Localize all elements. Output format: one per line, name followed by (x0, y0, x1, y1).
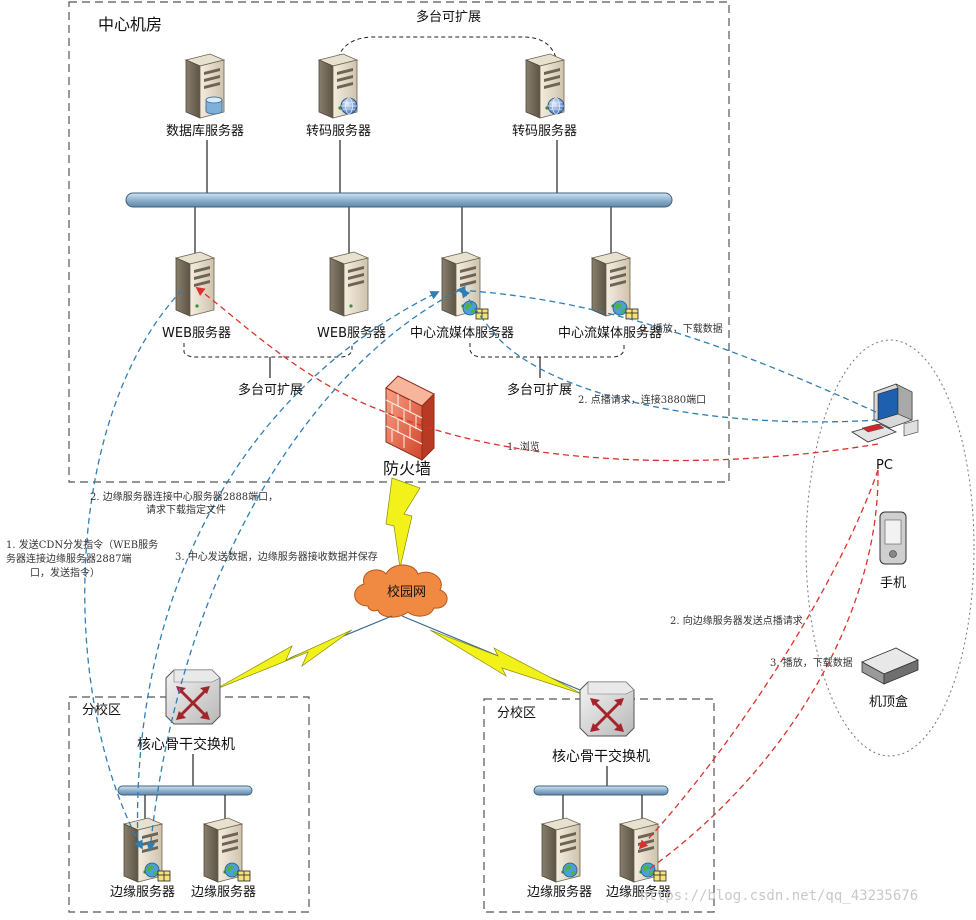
transcode-server-1-label: 转码服务器 (306, 123, 371, 139)
pc-client: PC (851, 383, 919, 473)
firewall: 防火墙 (383, 375, 435, 478)
branch-left-zone (68, 696, 310, 913)
set-top-box-icon (861, 647, 919, 685)
globe-icon (340, 97, 358, 115)
web-server-1: WEB服务器 (162, 251, 231, 341)
edge-connect-annotation-1: 2. 边缘服务器连接中心服务器2888端口， (90, 490, 278, 503)
badge-icon (653, 870, 667, 882)
web-server-1-label: WEB服务器 (162, 325, 231, 341)
branch-left-edge-server-1: 边缘服务器 (110, 817, 175, 900)
web-scalable-label: 多台可扩展 (238, 382, 303, 398)
badge-icon (625, 308, 639, 320)
streaming-server-2-label: 中心流媒体服务器 (558, 325, 662, 341)
play-download-flow-arrow (456, 285, 877, 413)
database-icon (205, 96, 223, 115)
branch-right-switch: 核心骨干交换机 (552, 680, 650, 765)
switch-icon (578, 680, 636, 738)
badge-icon (237, 870, 251, 882)
database-server: 数据库服务器 (166, 53, 244, 139)
branch-left-bus (117, 785, 253, 796)
branch-right-edge-server-1: 边缘服务器 (527, 817, 592, 900)
streaming-server-1: 中心流媒体服务器 (410, 251, 514, 341)
pc-icon (851, 383, 919, 443)
edge-vod-flow-arrow (638, 469, 879, 850)
vod-request-flow-arrow (460, 288, 879, 423)
branch-right-edge-2-label: 边缘服务器 (606, 884, 671, 900)
campus-network: 校园网 (354, 564, 448, 618)
lightning-icon (429, 629, 583, 695)
globe-icon (547, 97, 565, 115)
play-download-bottom-annotation: 3. 播放，下载数据 (770, 656, 853, 669)
pc-label: PC (876, 458, 893, 473)
web-scalable-bracket (183, 343, 353, 358)
globe-icon (562, 862, 578, 878)
firewall-icon (385, 375, 435, 462)
branch-left-switch: 核心骨干交换机 (137, 668, 235, 753)
play-download-top-annotation: 3. 播放，下载数据 (640, 322, 723, 335)
badge-icon (157, 870, 171, 882)
center-send-flow-arrow (146, 289, 461, 852)
server-icon (175, 251, 215, 317)
web-server-2: WEB服务器 (317, 251, 386, 341)
transcode-server-2: 转码服务器 (512, 53, 577, 139)
stb-label: 机顶盒 (869, 694, 908, 710)
web-server-2-label: WEB服务器 (317, 325, 386, 341)
transcode-server-1: 转码服务器 (306, 53, 371, 139)
watermark: https://blog.csdn.net/qq_43235676 (640, 888, 918, 904)
cdn-annotation-line-1: 1. 发送CDN分发指令（WEB服务 (6, 538, 158, 551)
edge-connect-flow-arrow (136, 291, 440, 849)
globe-icon (612, 300, 628, 316)
browse-annotation: 1. 浏览 (507, 440, 540, 453)
phone-label: 手机 (880, 576, 906, 591)
transcode-scalable-bracket (337, 36, 557, 59)
lightning-icon (213, 629, 353, 691)
firewall-label: 防火墙 (383, 459, 431, 478)
cdn-annotation-line-2: 务器连接边缘服务器2887端 (6, 552, 131, 565)
transcode-server-2-label: 转码服务器 (512, 123, 577, 139)
database-server-label: 数据库服务器 (166, 123, 244, 139)
cloud-icon (354, 564, 448, 618)
stb-client: 机顶盒 (861, 647, 919, 710)
branch-left-edge-2-label: 边缘服务器 (191, 884, 256, 900)
stream-scalable-label: 多台可扩展 (507, 382, 572, 398)
edge-play-flow-arrow (647, 469, 879, 871)
globe-icon (224, 862, 240, 878)
branch-left-title: 分校区 (82, 702, 121, 718)
vod-request-annotation: 2. 点播请求，连接3880端口 (578, 393, 706, 406)
branch-left-switch-label: 核心骨干交换机 (137, 736, 235, 753)
campus-network-label: 校园网 (387, 584, 426, 600)
edge-connect-annotation-2: 请求下载指定文件 (146, 503, 226, 516)
center-network-bus (125, 192, 673, 208)
browse-flow-arrow (195, 286, 879, 462)
streaming-server-2: 中心流媒体服务器 (558, 251, 662, 341)
switch-icon (164, 668, 222, 726)
client-devices-zone (805, 339, 975, 757)
center-send-annotation: 3. 中心发送数据，边缘服务器接收数据并保存 (175, 550, 378, 563)
edge-vod-annotation: 2. 向边缘服务器发送点播请求 (670, 614, 803, 627)
branch-left-edge-1-label: 边缘服务器 (110, 884, 175, 900)
streaming-server-1-label: 中心流媒体服务器 (410, 325, 514, 341)
globe-icon (144, 862, 160, 878)
branch-right-edge-server-2: 边缘服务器 (606, 817, 671, 900)
center-room-title: 中心机房 (98, 15, 162, 34)
stream-scalable-bracket (469, 343, 625, 358)
branch-right-switch-label: 核心骨干交换机 (552, 748, 650, 765)
cdn-annotation-line-3: 口，发送指令） (30, 566, 100, 579)
globe-icon (640, 862, 656, 878)
top-scalable-label: 多台可扩展 (416, 9, 481, 25)
server-icon (329, 251, 369, 317)
cdn-command-flow-arrow (84, 289, 183, 850)
branch-right-edge-1-label: 边缘服务器 (527, 884, 592, 900)
branch-left-edge-server-2: 边缘服务器 (191, 817, 256, 900)
branch-right-bus (533, 785, 669, 796)
lightning-icon (385, 477, 421, 569)
phone-icon (879, 511, 907, 565)
branch-right-title: 分校区 (497, 705, 536, 721)
phone-client: 手机 (879, 511, 907, 591)
